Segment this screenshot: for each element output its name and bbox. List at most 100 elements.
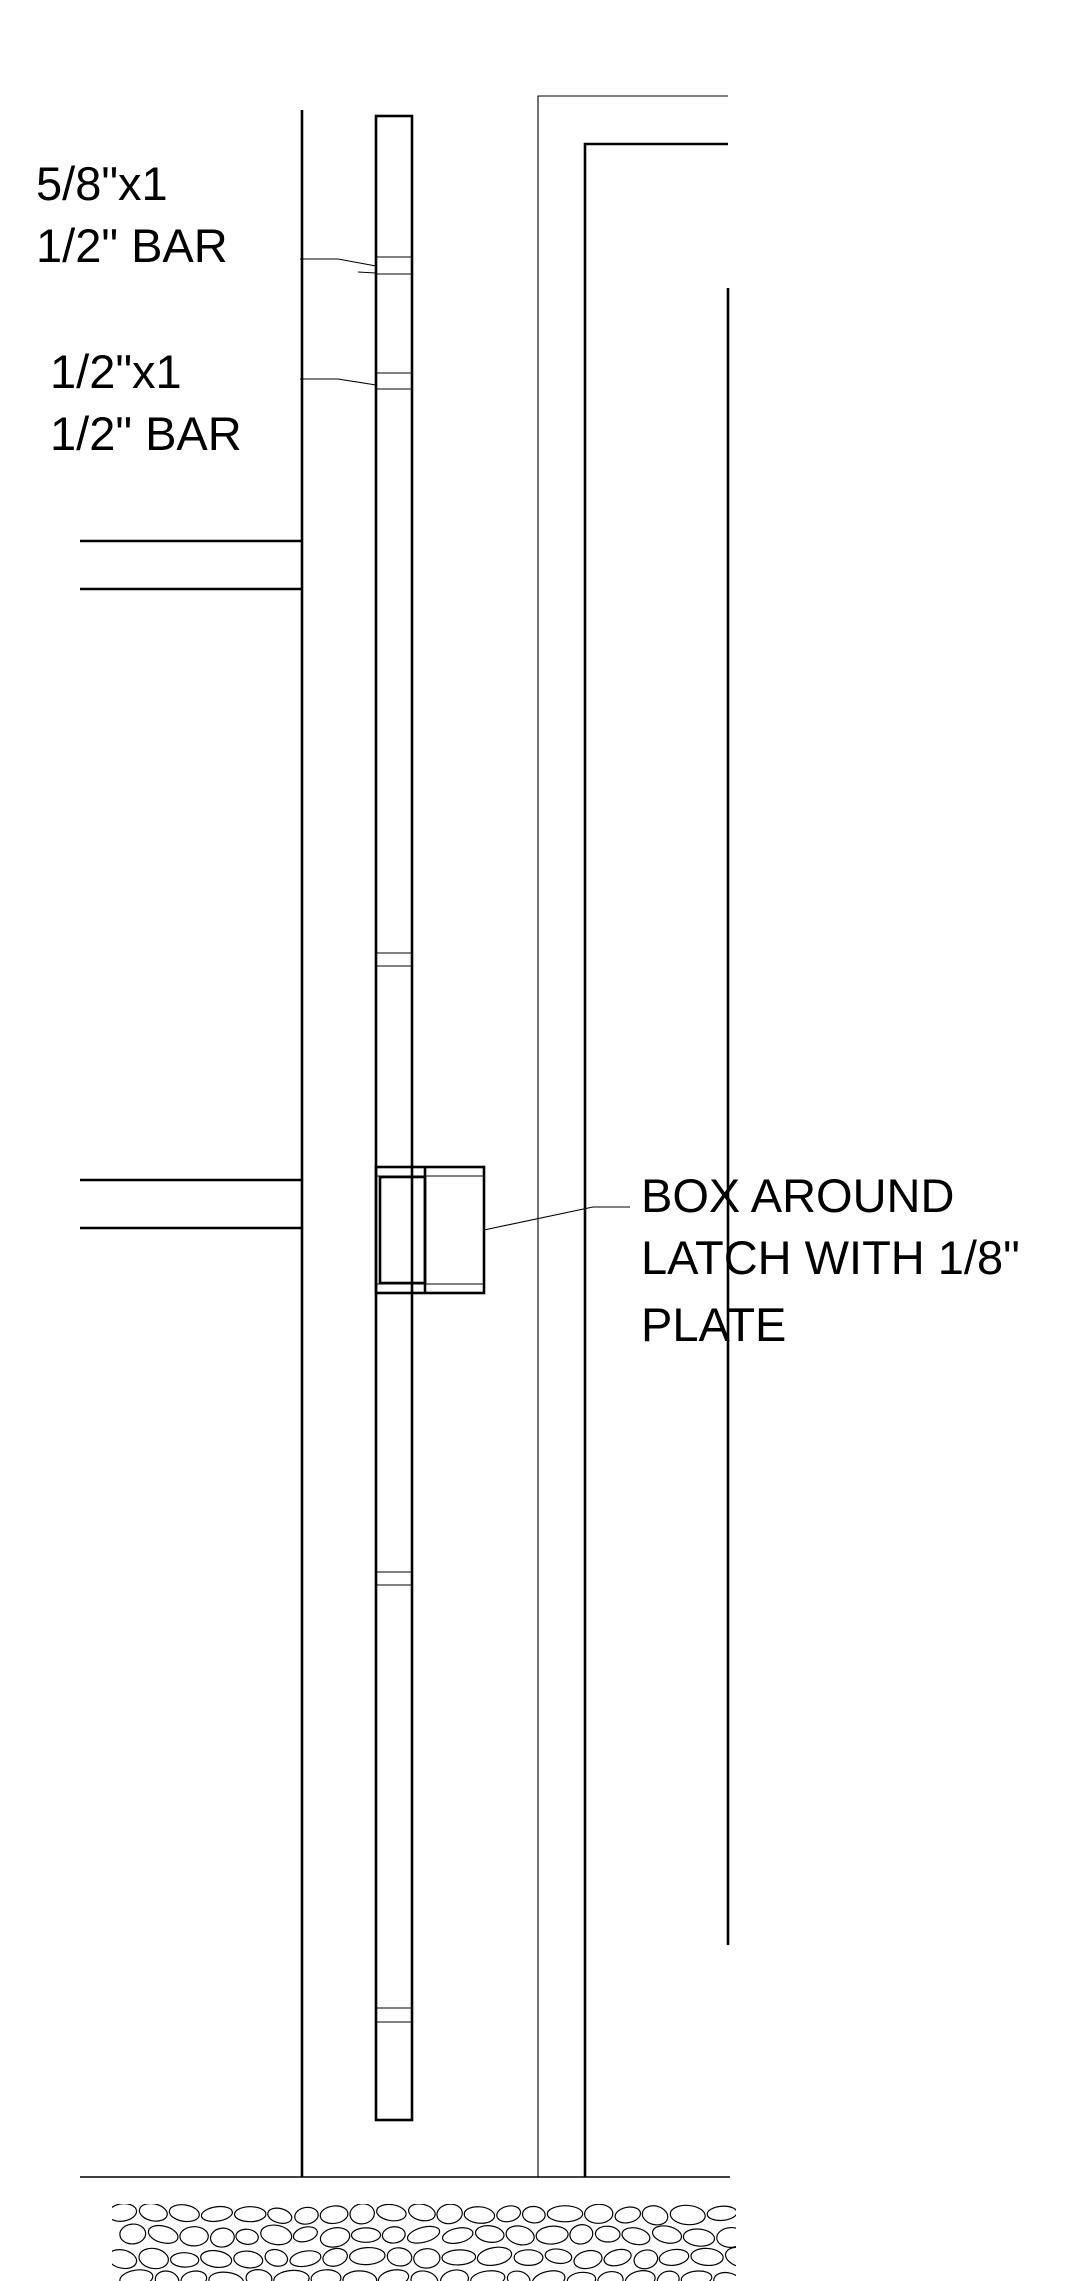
gravel-stone <box>407 2204 436 2222</box>
gravel-stone <box>573 2249 603 2270</box>
gravel-stone <box>319 2227 351 2248</box>
gravel-stone <box>200 2205 233 2223</box>
svg-text:1/2" BAR: 1/2" BAR <box>36 219 228 272</box>
gravel-stone <box>310 2269 342 2281</box>
bottom-rail <box>80 1178 302 1230</box>
gravel-stone <box>112 2249 138 2270</box>
gravel-stone <box>724 2246 736 2269</box>
gravel-stone <box>624 2270 656 2281</box>
gravel-stone <box>200 2249 233 2269</box>
gravel-stone <box>569 2224 594 2245</box>
gravel-stone <box>119 2223 147 2245</box>
gravel-stone <box>233 2250 264 2269</box>
gravel-stone <box>531 2270 566 2281</box>
gravel-stone <box>168 2204 200 2223</box>
gravel-stone <box>180 2270 208 2281</box>
gravel-stone <box>658 2248 690 2266</box>
label-1-2-bar: 1/2"x1 1/2" BAR <box>50 345 242 460</box>
gravel-stone <box>208 2271 245 2281</box>
gravel-stone <box>521 2205 546 2224</box>
gravel-stone <box>386 2247 413 2267</box>
gravel-stone <box>322 2247 348 2267</box>
svg-text:1/2" BAR: 1/2" BAR <box>50 407 242 460</box>
gravel-stone <box>138 2247 169 2270</box>
gravel-stone <box>669 2204 706 2226</box>
gravel-stone <box>441 2227 474 2245</box>
gravel-stone <box>690 2247 724 2267</box>
top-rail <box>80 539 302 591</box>
gravel-stone <box>621 2227 651 2246</box>
gravel-stone <box>169 2252 200 2268</box>
gravel-stone <box>119 2269 154 2281</box>
svg-text:PLATE: PLATE <box>641 1298 786 1351</box>
gravel-stone <box>682 2228 716 2247</box>
gravel-stone <box>716 2226 736 2249</box>
label-latch-box: BOX AROUND LATCH WITH 1/8" PLATE <box>641 1169 1020 1351</box>
gravel-stone <box>233 2206 267 2223</box>
gravel-stone <box>544 2248 573 2265</box>
gate-frame <box>537 95 730 2177</box>
gravel-stone <box>350 2227 382 2243</box>
svg-text:LATCH WITH 1/8": LATCH WITH 1/8" <box>641 1231 1020 1284</box>
gravel-stone <box>506 2270 531 2281</box>
leader-latch-box <box>483 1206 630 1231</box>
gravel-stone <box>376 2204 407 2222</box>
gravel-stone <box>436 2204 463 2225</box>
gravel-stone <box>319 2205 349 2225</box>
gravel-stone <box>154 2270 180 2281</box>
gravel-stone <box>245 2269 273 2281</box>
gravel-stone <box>656 2270 680 2281</box>
label-5-8-bar: 5/8"x1 1/2" BAR <box>36 157 228 272</box>
gravel-stone <box>292 2226 318 2243</box>
gravel-stone <box>633 2249 659 2270</box>
gravel-stone <box>594 2225 621 2243</box>
gravel-stone <box>566 2271 597 2281</box>
gravel-stone <box>273 2269 310 2281</box>
gravel-stone <box>235 2228 259 2245</box>
gravel-stone <box>377 2269 410 2281</box>
gravel-stone <box>706 2205 736 2222</box>
gravel-stone <box>597 2270 624 2281</box>
gravel-stone <box>603 2248 632 2267</box>
gravel-stone <box>439 2269 469 2281</box>
gravel-stone <box>496 2205 522 2223</box>
latch-bar <box>374 114 414 2122</box>
gravel-stone <box>289 2250 322 2268</box>
gravel-stone <box>651 2225 683 2244</box>
gravel-stone <box>441 2249 477 2266</box>
gravel-stone <box>410 2270 439 2281</box>
gravel-stone <box>112 2204 138 2222</box>
gravel-stone <box>546 2205 584 2223</box>
gravel-stone <box>406 2225 441 2244</box>
gravel-stone <box>413 2248 441 2269</box>
gravel-stone <box>713 2271 736 2281</box>
latch-box <box>374 1165 486 1295</box>
gravel-stone <box>470 2270 506 2281</box>
svg-text:5/8"x1: 5/8"x1 <box>36 157 168 210</box>
gravel-stone <box>264 2248 289 2267</box>
gravel-stone <box>535 2225 569 2245</box>
svg-text:1/2"x1: 1/2"x1 <box>50 345 182 398</box>
gravel-stone <box>267 2207 293 2224</box>
gravel-stone <box>742 2271 769 2281</box>
gravel-stone <box>583 2204 614 2224</box>
gravel-stone <box>294 2206 319 2225</box>
gravel-base <box>112 2204 769 2281</box>
gravel-stone <box>179 2226 209 2247</box>
gravel-stone <box>138 2204 168 2222</box>
gravel-stone <box>463 2206 496 2224</box>
gravel-stone <box>513 2249 544 2267</box>
gravel-stone <box>381 2226 406 2244</box>
gravel-stone <box>474 2225 505 2243</box>
gravel-stone <box>349 2204 375 2225</box>
gravel-stone <box>476 2246 513 2267</box>
gravel-stone <box>349 2246 386 2266</box>
gravel-stone <box>342 2270 378 2281</box>
gravel-stone <box>614 2206 642 2224</box>
leader-1-2-bar <box>300 378 377 386</box>
gravel-stone <box>147 2224 179 2244</box>
gravel-stone <box>505 2225 535 2246</box>
gravel-stone <box>260 2224 293 2246</box>
svg-text:BOX AROUND: BOX AROUND <box>641 1169 954 1222</box>
